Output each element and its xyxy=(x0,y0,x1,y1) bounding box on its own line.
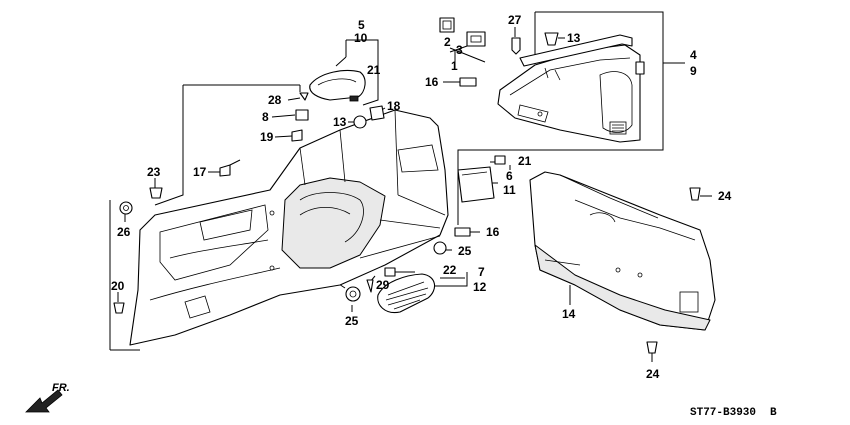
callout-14: 14 xyxy=(562,307,576,321)
callout-25-bottom: 25 xyxy=(345,314,359,328)
callout-7: 7 xyxy=(478,265,485,279)
callout-4: 4 xyxy=(690,48,697,62)
small-access-lid xyxy=(457,166,495,203)
callout-24-right: 24 xyxy=(718,189,732,203)
callout-26: 26 xyxy=(117,225,131,239)
rear-cap-cover xyxy=(309,69,366,102)
callout-8: 8 xyxy=(262,110,269,124)
fasteners xyxy=(113,17,701,354)
callout-17: 17 xyxy=(193,165,207,179)
callout-16-top: 16 xyxy=(425,75,439,89)
left-side-trim-panel xyxy=(129,109,449,346)
callout-28: 28 xyxy=(268,93,282,107)
callout-20: 20 xyxy=(111,279,125,293)
callout-5: 5 xyxy=(358,18,365,32)
callout-29: 29 xyxy=(376,278,390,292)
callout-11: 11 xyxy=(503,183,516,197)
diagram-code: ST77-B3930 xyxy=(690,407,756,419)
callout-21-top: 21 xyxy=(367,63,381,77)
cargo-side-trim-panel xyxy=(529,171,716,331)
callout-10: 10 xyxy=(354,31,368,45)
callout-25-mid: 25 xyxy=(458,244,472,258)
direction-label: FR. xyxy=(52,382,70,394)
callout-1: 1 xyxy=(451,59,458,73)
leader-lines xyxy=(109,11,712,362)
callout-9: 9 xyxy=(690,64,697,78)
callout-22: 22 xyxy=(443,263,457,277)
callout-21-right: 21 xyxy=(518,154,532,168)
callout-13-mid: 13 xyxy=(333,115,347,129)
callout-27: 27 xyxy=(508,13,522,27)
callout-18: 18 xyxy=(387,99,401,113)
callout-3: 3 xyxy=(456,43,463,57)
callout-labels: 5 10 21 2 3 1 27 13 4 9 16 28 8 18 13 19… xyxy=(52,13,777,419)
callout-19: 19 xyxy=(260,130,274,144)
upper-rear-trim-panel xyxy=(497,34,645,143)
callout-24-bottom: 24 xyxy=(646,367,660,381)
callout-16-mid: 16 xyxy=(486,225,500,239)
callout-13-top: 13 xyxy=(567,31,581,45)
callout-23: 23 xyxy=(147,165,161,179)
front-direction-arrow xyxy=(25,389,63,413)
callout-6: 6 xyxy=(506,169,513,183)
speaker-grille xyxy=(377,273,436,314)
diagram-code-suffix: B xyxy=(770,407,777,419)
callout-12: 12 xyxy=(473,280,487,294)
callout-2: 2 xyxy=(444,35,451,49)
